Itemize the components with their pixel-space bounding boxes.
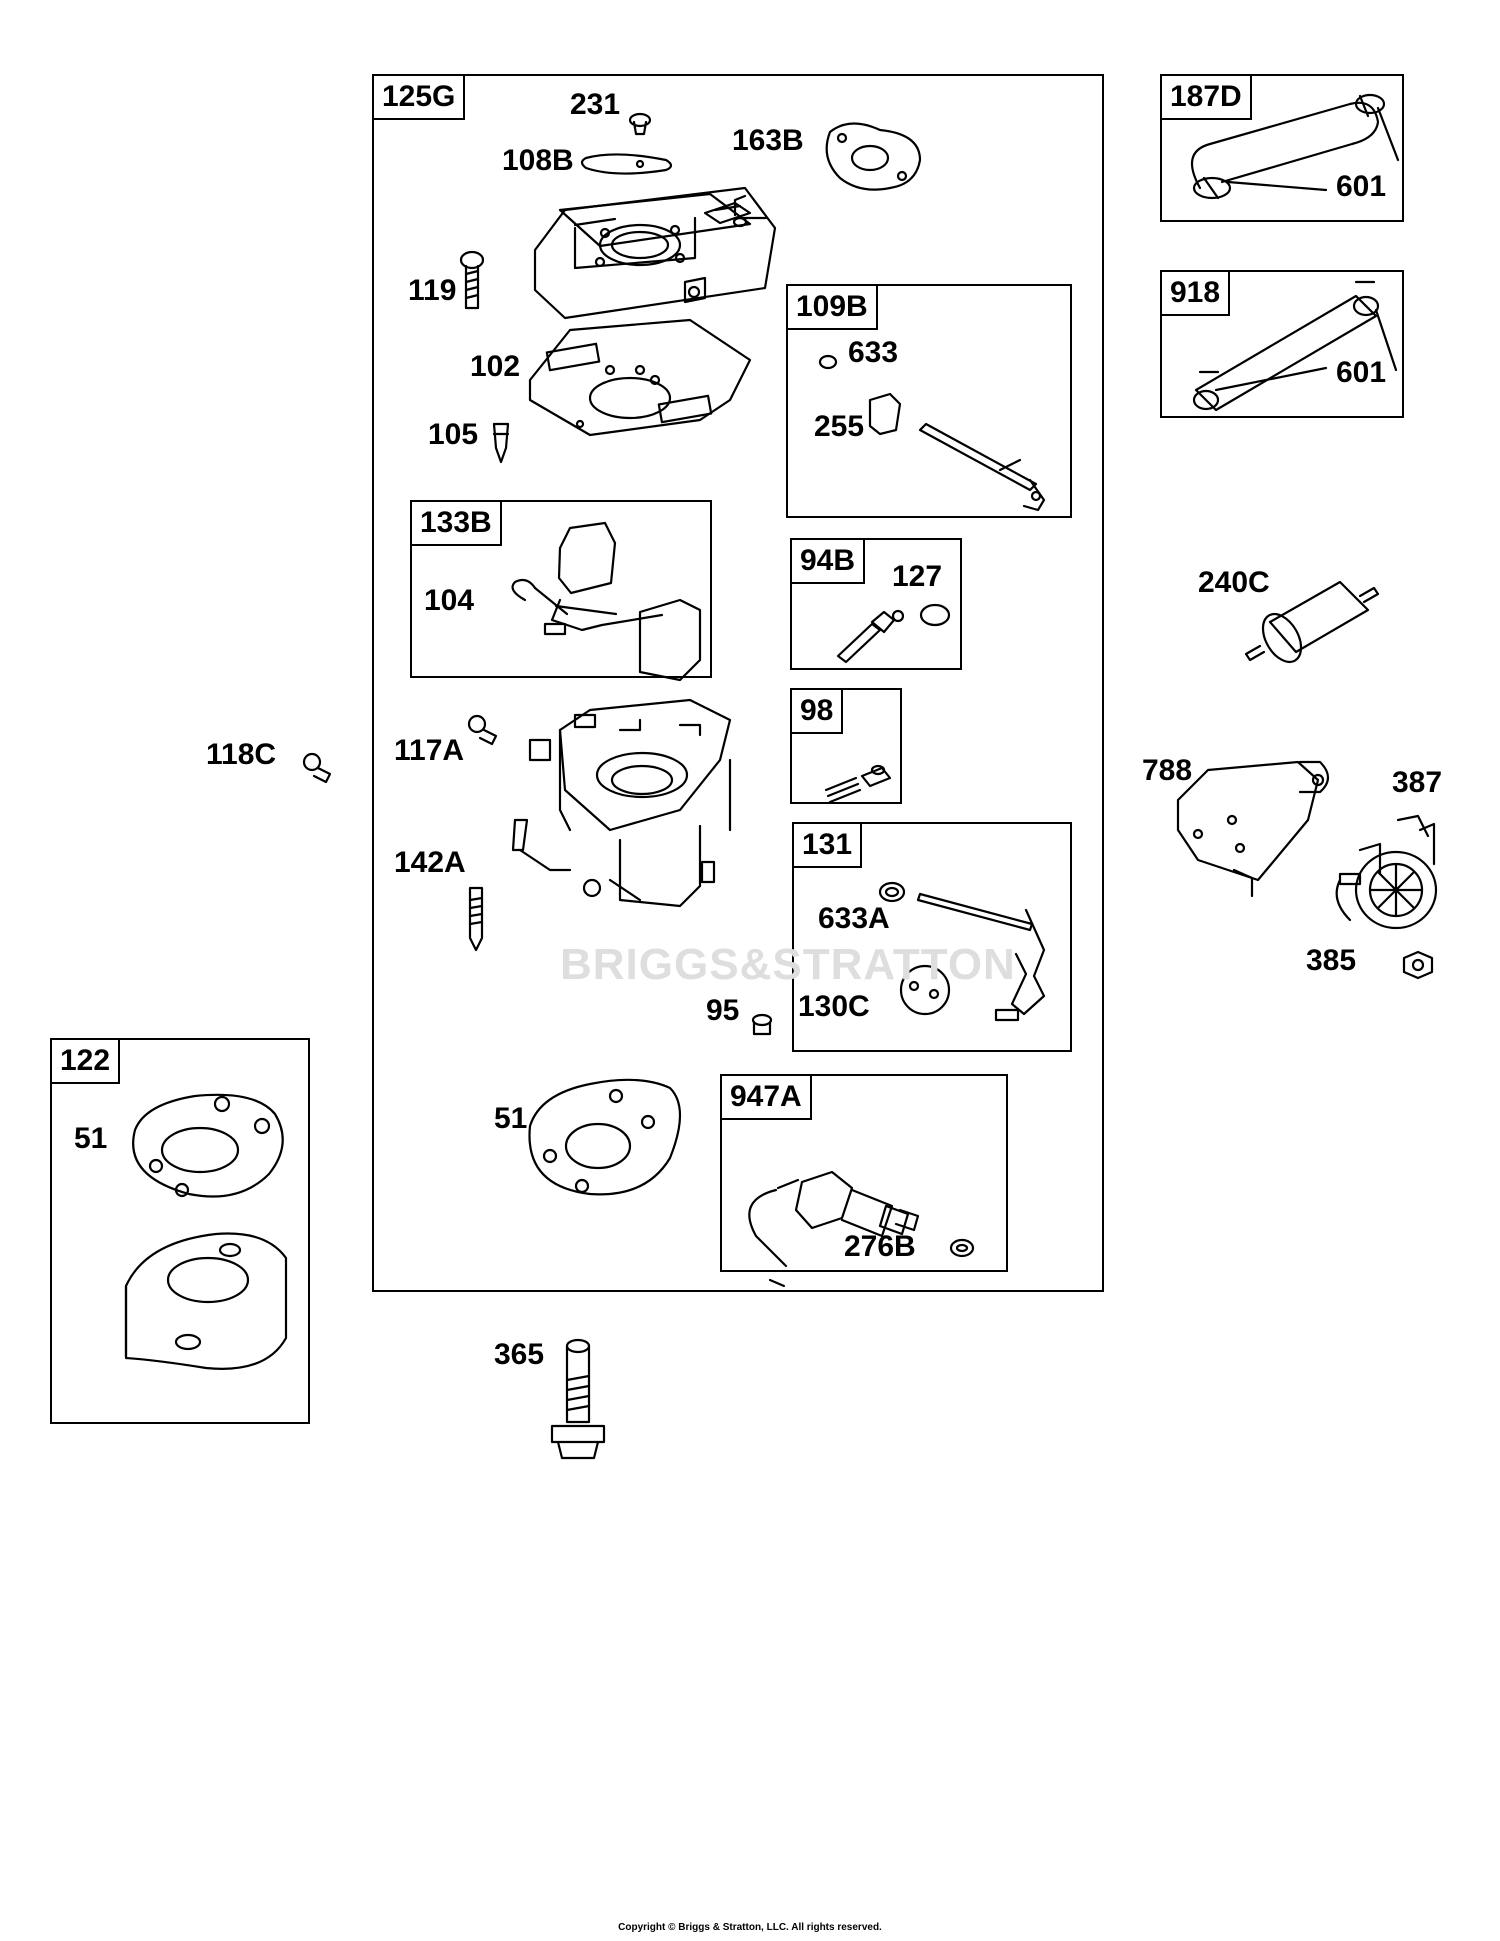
pin-142A-icon xyxy=(468,886,484,952)
hose-187D-icon xyxy=(1190,93,1400,200)
bolt-365-icon xyxy=(550,1338,606,1460)
part-label-601-187D[interactable]: 601 xyxy=(1336,170,1387,203)
carburetor-body-icon xyxy=(511,698,732,908)
part-label-240C[interactable]: 240C xyxy=(1198,566,1270,599)
group-133B-frame: 133B xyxy=(410,500,712,678)
part-label-385[interactable]: 385 xyxy=(1306,944,1357,977)
group-133B-label[interactable]: 133B xyxy=(412,502,502,546)
bracket-788-icon xyxy=(1176,760,1330,898)
screw-119-icon xyxy=(459,250,485,310)
group-131-label[interactable]: 131 xyxy=(794,824,863,868)
part-label-231[interactable]: 231 xyxy=(570,88,621,121)
part-label-51-122[interactable]: 51 xyxy=(74,1122,108,1155)
float-133B-icon xyxy=(543,521,702,682)
group-94B-frame: 94B xyxy=(790,538,962,670)
group-187D-label[interactable]: 187D xyxy=(1162,76,1252,120)
fuel-filter-240C-icon xyxy=(1244,580,1380,663)
screw-94B-icon xyxy=(836,609,905,664)
part-label-105[interactable]: 105 xyxy=(428,418,479,451)
part-label-365[interactable]: 365 xyxy=(494,1338,545,1371)
group-125G-frame: 125G xyxy=(372,74,1104,1292)
gasket-51-122-icon xyxy=(132,1093,284,1198)
part-label-117A[interactable]: 117A xyxy=(394,734,465,767)
part-label-104[interactable]: 104 xyxy=(424,584,475,617)
gasket-102-icon xyxy=(528,318,752,437)
carburetor-cover-icon xyxy=(533,186,777,320)
spring-98-icon xyxy=(824,764,892,804)
part-label-130C[interactable]: 130C xyxy=(798,990,870,1023)
part-label-387[interactable]: 387 xyxy=(1392,766,1443,799)
group-918-label[interactable]: 918 xyxy=(1162,272,1231,316)
part-label-127[interactable]: 127 xyxy=(892,560,943,593)
part-label-142A[interactable]: 142A xyxy=(394,846,466,879)
group-918-frame: 918 xyxy=(1160,270,1404,418)
solenoid-947A-icon xyxy=(748,1170,975,1288)
group-109B-label[interactable]: 109B xyxy=(788,286,878,330)
part-label-601-918[interactable]: 601 xyxy=(1336,356,1387,389)
part-label-102[interactable]: 102 xyxy=(470,350,521,383)
part-label-633[interactable]: 633 xyxy=(848,336,899,369)
part-label-95[interactable]: 95 xyxy=(706,994,740,1027)
part-label-255[interactable]: 255 xyxy=(814,410,865,443)
part-label-633A[interactable]: 633A xyxy=(818,902,890,935)
screw-385-icon xyxy=(1402,950,1434,980)
gasket-51-main-icon xyxy=(528,1078,681,1196)
gasket-108B-icon xyxy=(580,153,673,175)
group-98-frame: 98 xyxy=(790,688,902,804)
group-947A-label[interactable]: 947A xyxy=(722,1076,812,1120)
shaft-131-icon xyxy=(878,881,1046,1022)
plug-95-icon xyxy=(751,1013,773,1036)
part-label-51-main[interactable]: 51 xyxy=(494,1102,528,1135)
part-label-118C[interactable]: 118C xyxy=(206,738,277,771)
group-131-frame: 131 xyxy=(792,822,1072,1052)
oring-127-icon xyxy=(919,603,951,627)
part-label-276B[interactable]: 276B xyxy=(844,1230,916,1263)
hose-918-icon xyxy=(1192,280,1398,412)
group-125G-label[interactable]: 125G xyxy=(374,76,466,120)
shaft-109B-icon xyxy=(818,354,1046,512)
plug-117A-icon xyxy=(467,714,498,746)
pin-104-icon xyxy=(511,578,569,616)
part-label-163B[interactable]: 163B xyxy=(732,124,804,157)
plug-118C-icon xyxy=(302,752,332,784)
group-109B-frame: 109B xyxy=(786,284,1072,518)
watermark: BRIGGS&STRATTON xyxy=(560,940,1016,989)
part-label-119[interactable]: 119 xyxy=(408,274,457,307)
gasket-163B-icon xyxy=(825,122,922,191)
copyright-notice: Copyright © Briggs & Stratton, LLC. All … xyxy=(618,1922,882,1933)
group-122-frame: 122 xyxy=(50,1038,310,1424)
group-187D-frame: 187D xyxy=(1160,74,1404,222)
group-947A-frame: 947A xyxy=(720,1074,1008,1272)
group-122-label[interactable]: 122 xyxy=(52,1040,121,1084)
spacer-122-icon xyxy=(124,1232,288,1370)
needle-105-icon xyxy=(492,422,510,464)
screw-231-icon xyxy=(628,112,652,136)
group-98-label[interactable]: 98 xyxy=(792,690,844,734)
part-label-108B[interactable]: 108B xyxy=(502,144,574,177)
part-label-788[interactable]: 788 xyxy=(1142,754,1193,787)
fuel-pump-387-icon xyxy=(1335,814,1438,930)
group-94B-label[interactable]: 94B xyxy=(792,540,866,584)
